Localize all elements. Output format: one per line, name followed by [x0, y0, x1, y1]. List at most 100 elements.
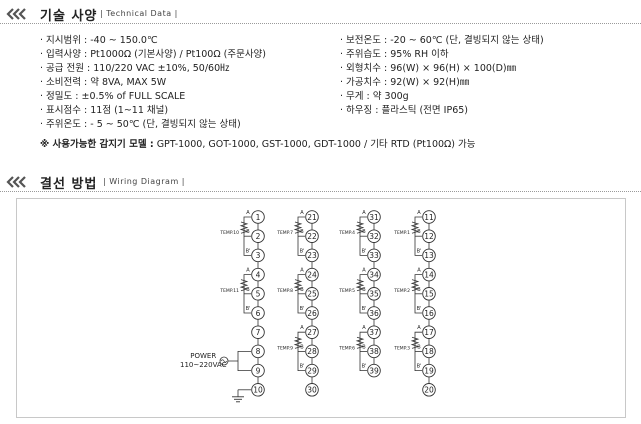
- rtd-resistor-icon: [410, 279, 420, 292]
- pin-label-b-prime: B': [300, 248, 305, 254]
- terminal-label-11: 11: [424, 213, 434, 222]
- terminal-29: [305, 363, 319, 378]
- terminal-label-22: 22: [307, 232, 317, 241]
- rtd-resistor-icon: [293, 221, 303, 234]
- wiring-subtitle: | Wiring Diagram |: [103, 177, 185, 186]
- rtd-resistor-icon: [410, 336, 420, 349]
- terminal-label-15: 15: [424, 290, 434, 299]
- terminal-label-19: 19: [424, 366, 434, 375]
- terminal-17: [422, 325, 436, 339]
- spec-power: · 공급 전원 : 110/220 VAC ±10%, 50/60㎐: [40, 63, 230, 74]
- rtd-resistor-icon: [293, 336, 303, 349]
- terminal-label-38: 38: [369, 347, 379, 356]
- terminal-label-4: 4: [256, 270, 261, 279]
- pin-label-b: B: [362, 344, 366, 350]
- terminal-label-26: 26: [307, 309, 317, 318]
- terminal-16: [422, 306, 436, 320]
- pin-label-a: A: [417, 325, 421, 331]
- pin-label-b-prime: B': [300, 306, 305, 312]
- terminal-label-21: 21: [307, 213, 317, 222]
- pin-label-b-prime: B': [246, 248, 251, 254]
- terminal-label-31: 31: [369, 213, 379, 222]
- terminal-8: [251, 344, 265, 359]
- spec-ambient-temp: · 주위온도 : - 5 ~ 50℃ (단, 결빙되지 않는 상태): [40, 119, 241, 130]
- terminal-15: [422, 287, 436, 301]
- spec-cutout: · 가공치수 : 92(W) × 92(H)㎜: [340, 77, 470, 88]
- pin-label-b: B: [362, 287, 366, 293]
- terminal-36: [367, 306, 381, 320]
- terminal-38: [367, 344, 381, 359]
- pin-label-a: A: [246, 210, 250, 216]
- sensor-label: TEMP.2: [393, 288, 410, 294]
- power-label-line2: 110~220VAC: [180, 361, 227, 369]
- note-models: GPT-1000, GOT-1000, GST-1000, GDT-1000 /…: [153, 139, 476, 150]
- terminal-label-8: 8: [256, 347, 261, 356]
- terminal-label-25: 25: [307, 290, 317, 299]
- terminal-25: [305, 287, 319, 301]
- spec-input: · 입력사양 : Pt1000Ω (기본사양) / Pt100Ω (주문사양): [40, 49, 267, 60]
- spec-weight: · 무게 : 약 300g: [340, 91, 409, 102]
- terminal-24: [305, 267, 319, 282]
- terminal-label-12: 12: [424, 232, 434, 241]
- terminal-label-32: 32: [369, 232, 379, 241]
- rtd-resistor-icon: [293, 279, 303, 292]
- terminal-1: [251, 210, 265, 224]
- sensor-models-note: ※ 사용가능한 감지기 모델 : GPT-1000, GOT-1000, GST…: [40, 136, 476, 150]
- terminal-35: [367, 287, 381, 301]
- terminal-19: [422, 363, 436, 378]
- pin-label-a: A: [300, 325, 304, 331]
- power-label-line1: POWER: [190, 352, 217, 360]
- terminal-label-2: 2: [256, 232, 261, 241]
- terminal-label-16: 16: [424, 309, 434, 318]
- technical-header: 기술 사양 | Technical Data |: [0, 4, 641, 26]
- pin-label-b: B: [246, 229, 250, 235]
- pin-label-b-prime: B': [300, 364, 305, 370]
- spec-storage-temp: · 보전온도 : -20 ~ 60℃ (단, 결빙되지 않는 상태): [340, 35, 544, 46]
- terminal-2: [251, 229, 265, 243]
- pin-label-b-prime: B': [362, 248, 367, 254]
- terminal-18: [422, 344, 436, 359]
- terminal-label-18: 18: [424, 347, 434, 356]
- sensor-label: TEMP.3: [393, 345, 410, 351]
- wiring-diagram-svg: ABB'TEMP.10ABB'TEMP.11ABB'TEMP.7ABB'TEMP…: [219, 210, 436, 403]
- spec-points: · 표시점수 : 11점 (1~11 채널): [40, 105, 169, 116]
- sensor-label: TEMP.8: [276, 288, 293, 294]
- pin-label-b: B: [300, 344, 304, 350]
- terminal-21: [305, 210, 319, 224]
- terminal-label-3: 3: [256, 251, 261, 260]
- terminal-31: [367, 210, 381, 224]
- sensor-label: TEMP.4: [338, 230, 355, 236]
- technical-rule: [0, 23, 641, 24]
- rtd-resistor-icon: [355, 279, 365, 292]
- spec-housing: · 하우징 : 플라스틱 (전면 IP65): [340, 105, 469, 116]
- terminal-23: [305, 248, 319, 263]
- terminal-label-23: 23: [307, 251, 317, 260]
- spec-consumption: · 소비전력 : 약 8VA, MAX 5W: [40, 77, 167, 88]
- power-label: POWER 110~220VAC: [180, 352, 226, 370]
- terminal-label-13: 13: [424, 251, 434, 260]
- sensor-label: TEMP.5: [338, 288, 355, 294]
- terminal-label-37: 37: [369, 328, 379, 337]
- terminal-label-29: 29: [307, 366, 317, 375]
- double-chevron-icon: [6, 8, 26, 20]
- terminal-14: [422, 267, 436, 282]
- terminal-28: [305, 344, 319, 359]
- technical-subtitle: | Technical Data |: [100, 9, 178, 18]
- spec-accuracy: · 정밀도 : ±0.5% of FULL SCALE: [40, 91, 186, 102]
- wiring-header: 결선 방법 | Wiring Diagram |: [0, 172, 641, 194]
- terminal-9: [251, 363, 265, 378]
- spec-range: · 지시범위 : -40 ~ 150.0℃: [40, 35, 158, 46]
- pin-label-a: A: [362, 325, 366, 331]
- terminal-34: [367, 267, 381, 282]
- terminal-4: [251, 267, 265, 282]
- terminal-label-14: 14: [424, 270, 434, 279]
- terminal-32: [367, 229, 381, 243]
- terminal-33: [367, 248, 381, 263]
- spec-dimensions: · 외형치수 : 96(W) × 96(H) × 100(D)㎜: [340, 63, 517, 74]
- terminal-39: [367, 363, 381, 378]
- sensor-label: TEMP.6: [338, 345, 355, 351]
- terminal-label-20: 20: [424, 386, 434, 395]
- rtd-resistor-icon: [410, 221, 420, 234]
- pin-label-b: B: [417, 344, 421, 350]
- wiring-title: 결선 방법: [40, 177, 98, 192]
